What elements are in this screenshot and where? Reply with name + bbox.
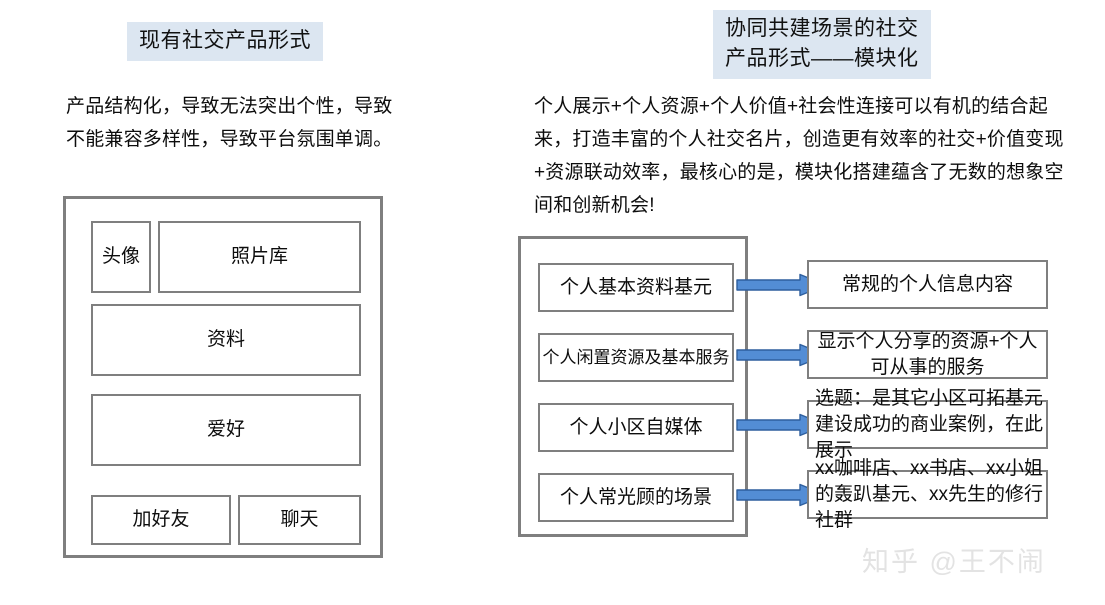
mockup-cell-hobbies[interactable]: 爱好 <box>91 394 361 466</box>
module-source-0-label: 个人基本资料基元 <box>559 276 712 298</box>
mockup-cell-avatar-label: 头像 <box>101 246 140 267</box>
module-source-0[interactable]: 个人基本资料基元 <box>538 263 734 312</box>
module-target-0[interactable]: 常规的个人信息内容 <box>807 260 1048 309</box>
mockup-cell-profile-label: 资料 <box>206 329 245 350</box>
module-target-1[interactable]: 显示个人分享的资源+个人可从事的服务 <box>807 330 1048 379</box>
mockup-cell-hobbies-label: 爱好 <box>206 419 245 440</box>
mockup-cell-photo-library[interactable]: 照片库 <box>158 221 361 293</box>
mockup-cell-profile[interactable]: 资料 <box>91 304 361 376</box>
module-source-3-label: 个人常光顾的场景 <box>559 486 712 508</box>
mockup-cell-avatar[interactable]: 头像 <box>91 221 151 293</box>
left-panel-title: 现有社交产品形式 <box>127 22 323 61</box>
module-source-container: 个人基本资料基元 个人闲置资源及基本服务 个人小区自媒体 个人常光顾的场景 <box>518 236 748 537</box>
right-panel: 协同共建场景的社交 产品形式——模块化 个人展示+个人资源+个人价值+社会性连接… <box>470 0 1105 605</box>
module-source-1[interactable]: 个人闲置资源及基本服务 <box>538 333 734 382</box>
module-target-3-label: xx咖啡店、xx书店、xx小姐的轰趴基元、xx先生的修行社群 <box>815 457 1044 531</box>
mockup-cell-chat-label: 聊天 <box>280 509 319 530</box>
mockup-cell-photo-library-label: 照片库 <box>230 246 288 267</box>
module-source-3[interactable]: 个人常光顾的场景 <box>538 473 734 522</box>
mockup-cell-add-friend[interactable]: 加好友 <box>91 495 231 545</box>
module-source-1-label: 个人闲置资源及基本服务 <box>542 348 730 367</box>
mockup-cell-add-friend-label: 加好友 <box>132 509 190 530</box>
module-source-2[interactable]: 个人小区自媒体 <box>538 403 734 452</box>
left-panel: 现有社交产品形式 产品结构化，导致无法突出个性，导致不能兼容多样性，导致平台氛围… <box>0 0 470 605</box>
module-source-2-label: 个人小区自媒体 <box>569 416 703 438</box>
module-target-2-label: 选题：是其它小区可拓基元建设成功的商业案例，在此展示 <box>815 387 1044 461</box>
module-target-1-label: 显示个人分享的资源+个人可从事的服务 <box>817 330 1038 378</box>
module-target-0-label: 常规的个人信息内容 <box>841 273 1013 295</box>
module-target-2[interactable]: 选题：是其它小区可拓基元建设成功的商业案例，在此展示 <box>807 388 1048 461</box>
mockup-cell-chat[interactable]: 聊天 <box>238 495 361 545</box>
right-panel-description: 个人展示+个人资源+个人价值+社会性连接可以有机的结合起来，打造丰富的个人社交名… <box>534 96 1064 216</box>
watermark: 知乎 @王不闹 <box>862 547 1046 577</box>
right-panel-title: 协同共建场景的社交 产品形式——模块化 <box>713 10 931 79</box>
module-target-3[interactable]: xx咖啡店、xx书店、xx小姐的轰趴基元、xx先生的修行社群 <box>807 458 1048 531</box>
left-panel-description: 产品结构化，导致无法突出个性，导致不能兼容多样性，导致平台氛围单调。 <box>66 96 393 150</box>
existing-product-mockup: 头像 照片库 资料 爱好 加好友 聊天 <box>63 196 383 558</box>
